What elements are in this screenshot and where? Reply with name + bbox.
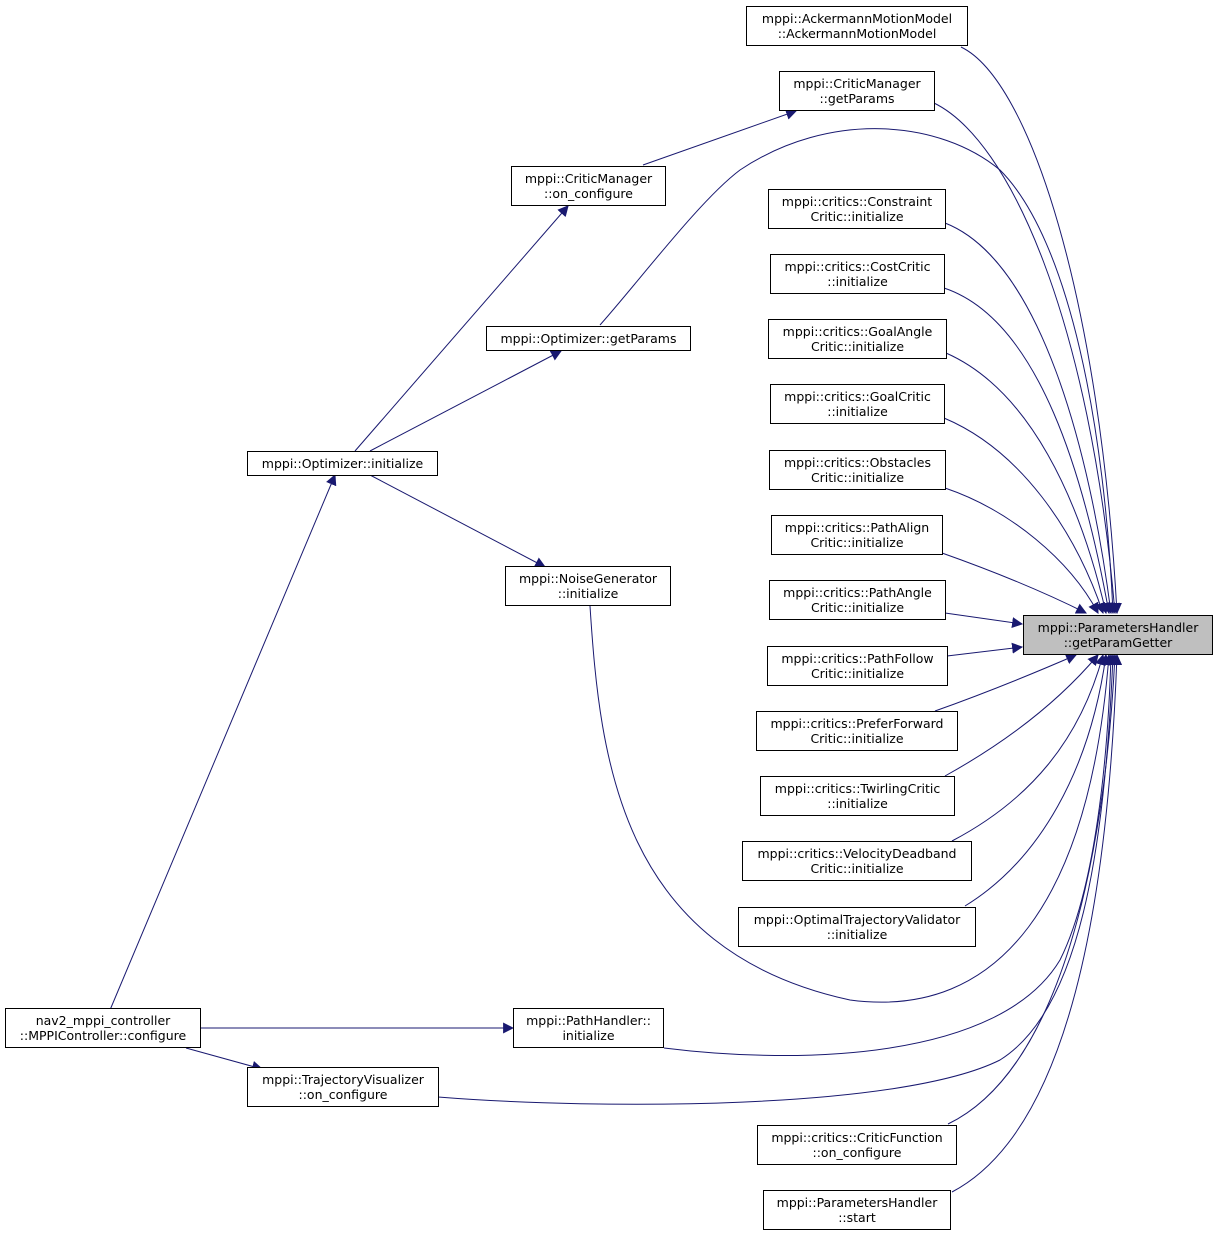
node-parameters-handler-start[interactable]: mppi::ParametersHandler ::start: [763, 1190, 951, 1230]
node-label-line1: mppi::critics::VelocityDeadband: [757, 846, 957, 861]
edge-optimizer-initialize-to-optimizer-getparams: [369, 350, 562, 452]
node-label-line1: mppi::Optimizer::getParams: [500, 331, 677, 346]
edge-trajectory-visualizer-to-target: [437, 653, 1119, 1105]
edge-path-follow-critic-to-target: [946, 642, 1024, 657]
node-optimizer-getparams[interactable]: mppi::Optimizer::getParams: [486, 326, 691, 351]
node-label-line2: Critic::initialize: [810, 600, 905, 615]
node-label-line1: mppi::ParametersHandler: [1037, 620, 1199, 635]
node-label-line1: mppi::ParametersHandler: [776, 1195, 938, 1210]
edge-optimizer-getparams-to-target: [599, 128, 1119, 615]
node-path-align-critic-initialize[interactable]: mppi::critics::PathAlign Critic::initial…: [771, 515, 943, 555]
edge-constraint-critic-to-target: [944, 222, 1116, 615]
edge-prefer-forward-critic-to-target: [934, 653, 1078, 712]
node-label-line1: mppi::OptimalTrajectoryValidator: [753, 912, 961, 927]
node-label-line2: Critic::initialize: [810, 535, 904, 550]
edge-critic-function-to-target: [947, 653, 1121, 1125]
node-label-line1: mppi::critics::PathAlign: [784, 520, 930, 535]
node-label-line2: Critic::initialize: [810, 666, 905, 681]
node-label-line2: Critic::initialize: [810, 209, 904, 224]
node-label-line1: mppi::critics::Constraint: [781, 194, 933, 209]
node-critic-function-on-configure[interactable]: mppi::critics::CriticFunction ::on_confi…: [757, 1125, 957, 1165]
edge-path-align-critic-to-target: [941, 552, 1087, 614]
node-label-line2: ::on_configure: [544, 186, 633, 201]
node-label-line2: ::initialize: [827, 404, 888, 419]
edge-noise-generator-to-target: [589, 605, 1114, 1003]
node-path-follow-critic-initialize[interactable]: mppi::critics::PathFollow Critic::initia…: [767, 646, 948, 686]
node-label-line2: ::on_configure: [812, 1145, 902, 1160]
target-node-get-param-getter: mppi::ParametersHandler ::getParamGetter: [1023, 615, 1213, 655]
edge-goal-critic-to-target: [943, 417, 1106, 615]
edge-optimal-trajectory-validator-to-target: [964, 653, 1111, 907]
edge-parameters-handler-start-to-target: [951, 653, 1123, 1193]
node-label-line1: mppi::critics::GoalAngle: [782, 324, 933, 339]
node-obstacles-critic-initialize[interactable]: mppi::critics::Obstacles Critic::initial…: [769, 450, 946, 490]
node-label-line2: Critic::initialize: [810, 339, 905, 354]
node-label-line2: Critic::initialize: [810, 731, 904, 746]
node-label-line1: mppi::PathHandler::: [526, 1013, 651, 1028]
node-label-line1: mppi::critics::PathAngle: [783, 585, 932, 600]
node-label-line1: mppi::critics::TwirlingCritic: [774, 781, 941, 796]
node-label-line2: ::initialize: [557, 586, 619, 601]
edge-mppi-controller-to-optimizer-initialize: [109, 473, 337, 1011]
edge-cost-critic-to-target: [943, 287, 1113, 615]
edge-path-angle-critic-to-target: [944, 612, 1024, 629]
node-optimizer-initialize[interactable]: mppi::Optimizer::initialize: [247, 451, 438, 476]
node-label-line1: mppi::TrajectoryVisualizer: [262, 1072, 424, 1087]
edge-mppi-controller-to-trajectory-visualizer: [185, 1047, 264, 1072]
edge-goal-angle-critic-to-target: [945, 352, 1110, 615]
node-critic-manager-on-configure[interactable]: mppi::CriticManager ::on_configure: [511, 166, 666, 206]
node-label-line1: mppi::critics::CostCritic: [784, 259, 931, 274]
node-label-line2: ::initialize: [826, 927, 888, 942]
node-label-line2: ::getParams: [819, 91, 895, 106]
node-mppi-controller-configure[interactable]: nav2_mppi_controller ::MPPIController::c…: [5, 1008, 201, 1048]
edge-path-handler-to-target: [663, 653, 1117, 1057]
edge-obstacles-critic-to-target: [944, 487, 1099, 614]
edge-ackermann-to-target: [960, 46, 1122, 615]
node-label-line1: mppi::critics::GoalCritic: [784, 389, 931, 404]
edge-critic-manager-getparams-to-target: [933, 102, 1120, 615]
node-label-line2: ::AckermannMotionModel: [777, 26, 937, 41]
node-label-line2: ::getParamGetter: [1063, 635, 1173, 650]
edge-critic-manager-on-configure-to-getparams: [642, 109, 798, 166]
node-label-line1: mppi::CriticManager: [793, 76, 921, 91]
node-path-handler-initialize[interactable]: mppi::PathHandler:: initialize: [513, 1008, 664, 1048]
node-optimal-trajectory-validator-initialize[interactable]: mppi::OptimalTrajectoryValidator ::initi…: [738, 907, 976, 947]
edge-twirling-critic-to-target: [944, 654, 1099, 777]
node-velocity-deadband-critic-initialize[interactable]: mppi::critics::VelocityDeadband Critic::…: [742, 841, 972, 881]
node-label-line2: initialize: [562, 1028, 615, 1043]
node-goal-critic-initialize[interactable]: mppi::critics::GoalCritic ::initialize: [770, 384, 945, 424]
node-label-line1: mppi::critics::Obstacles: [783, 455, 931, 470]
node-label-line1: mppi::Optimizer::initialize: [261, 456, 424, 471]
node-label-line2: ::MPPIController::configure: [19, 1028, 187, 1043]
node-noise-generator-initialize[interactable]: mppi::NoiseGenerator ::initialize: [505, 566, 671, 606]
node-label-line1: mppi::AckermannMotionModel: [761, 11, 953, 26]
node-label-line2: ::initialize: [827, 274, 888, 289]
node-trajectory-visualizer-on-configure[interactable]: mppi::TrajectoryVisualizer ::on_configur…: [247, 1067, 439, 1107]
node-ackermann-motion-model[interactable]: mppi::AckermannMotionModel ::AckermannMo…: [746, 6, 968, 46]
node-label-line2: ::initialize: [827, 796, 888, 811]
node-constraint-critic-initialize[interactable]: mppi::critics::Constraint Critic::initia…: [768, 189, 946, 229]
edge-velocity-deadband-critic-to-target: [951, 653, 1106, 842]
node-label-line2: ::on_configure: [298, 1087, 388, 1102]
node-label-line1: nav2_mppi_controller: [35, 1013, 171, 1028]
node-label-line2: Critic::initialize: [810, 470, 905, 485]
node-cost-critic-initialize[interactable]: mppi::critics::CostCritic ::initialize: [770, 254, 945, 294]
node-label-line1: mppi::critics::CriticFunction: [771, 1130, 943, 1145]
node-label-line1: mppi::critics::PathFollow: [781, 651, 934, 666]
node-label-line2: Critic::initialize: [810, 861, 904, 876]
edge-optimizer-initialize-to-critic-manager-on-configure: [354, 205, 569, 452]
node-goal-angle-critic-initialize[interactable]: mppi::critics::GoalAngle Critic::initial…: [768, 319, 947, 359]
node-label-line1: mppi::NoiseGenerator: [518, 571, 658, 586]
node-twirling-critic-initialize[interactable]: mppi::critics::TwirlingCritic ::initiali…: [760, 776, 955, 816]
edge-optimizer-initialize-to-noise-generator: [369, 474, 546, 568]
node-prefer-forward-critic-initialize[interactable]: mppi::critics::PreferForward Critic::ini…: [756, 711, 958, 751]
node-label-line1: mppi::CriticManager: [524, 171, 653, 186]
node-label-line1: mppi::critics::PreferForward: [770, 716, 944, 731]
node-path-angle-critic-initialize[interactable]: mppi::critics::PathAngle Critic::initial…: [769, 580, 946, 620]
node-critic-manager-getparams[interactable]: mppi::CriticManager ::getParams: [779, 71, 935, 111]
node-label-line2: ::start: [838, 1210, 876, 1225]
